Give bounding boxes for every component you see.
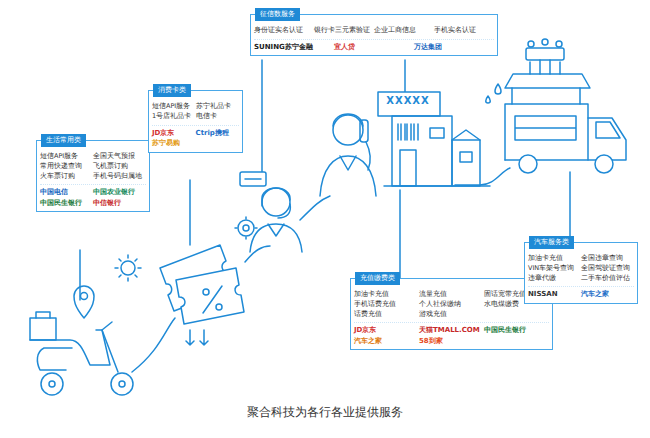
partner-logo: 中国农业银行: [93, 187, 146, 198]
service-item: 二手车价值评估: [581, 274, 634, 284]
category-heading: 消费卡类: [153, 84, 191, 97]
service-item: 电信卡: [196, 112, 240, 122]
category-heading: 充值缴费类: [355, 272, 400, 285]
service-list: 短信API服务全国天气预报常用快递查询飞机票订购火车票订购手机号码归属地: [40, 152, 146, 181]
service-item: 手机话费充值: [354, 300, 419, 310]
partner-logo: 58到家: [419, 336, 484, 347]
service-item: 银行卡三元素验证: [314, 26, 374, 36]
leader-line: [79, 250, 81, 300]
partner-logo: 天猫TMALL.COM: [419, 325, 484, 336]
phone-operator: [320, 114, 376, 196]
location-pin: [74, 286, 94, 318]
partner-logos: 中国电信中国农业银行中国民生银行中信银行: [40, 184, 146, 208]
service-item: 手机实名认证: [434, 26, 494, 36]
category-heading: 汽车服务类: [529, 236, 574, 249]
service-item: 飞机票订购: [93, 162, 146, 172]
service-item: 企业工商信息: [374, 26, 434, 36]
service-item: 全国驾驶证查询: [581, 264, 634, 274]
building-sign: XXXXX: [379, 95, 437, 106]
service-item: 短信API服务: [152, 102, 196, 112]
leader-line: [404, 60, 406, 92]
partner-logo: 中国电信: [40, 187, 93, 198]
service-item: 全国违章查询: [581, 254, 634, 264]
scooter: [30, 312, 133, 395]
service-agent: [235, 172, 302, 252]
leader-line: [189, 180, 191, 245]
service-item: 流量充值: [419, 290, 484, 300]
category-box: 消费卡类短信API服务苏宁礼品卡1号店礼品卡电信卡JD京东Ctrip携程苏宁易购: [148, 90, 243, 153]
service-list: 加油卡充值全国违章查询VIN车架号查询全国驾驶证查询违章代缴二手车价值评估: [528, 254, 634, 283]
figure-caption: 聚合科技为各行各业提供服务: [0, 404, 650, 421]
partner-logo: 万达集团: [414, 42, 494, 53]
category-heading: 征信数服务: [255, 8, 300, 21]
service-list: 短信API服务苏宁礼品卡1号店礼品卡电信卡: [152, 102, 239, 122]
service-item: 违章代缴: [528, 274, 581, 284]
partner-logo: 汽车之家: [581, 289, 634, 300]
category-box: 征信数服务身份证实名认证银行卡三元素验证企业工商信息手机实名认证SUNING苏宁…: [250, 14, 498, 56]
service-item: 个人社保缴纳: [419, 300, 484, 310]
service-item: 加油卡充值: [354, 290, 419, 300]
sun-icon: [115, 255, 141, 281]
category-heading: 生活常用类: [41, 134, 86, 147]
service-item: 1号店礼品卡: [152, 112, 196, 122]
partner-logos: SUNING苏宁金融宜人贷万达集团: [254, 39, 494, 53]
partner-logo: Ctrip携程: [196, 128, 240, 139]
category-box: 生活常用类短信API服务全国天气预报常用快递查询飞机票订购火车票订购手机号码归属…: [36, 140, 150, 212]
service-item: 全国天气预报: [93, 152, 146, 162]
service-item: 话费充值: [354, 310, 419, 320]
building: [378, 92, 490, 186]
partner-logo: NISSAN: [528, 289, 581, 300]
partner-logo: 中信银行: [93, 198, 146, 209]
service-list: 身份证实名认证银行卡三元素验证企业工商信息手机实名认证: [254, 26, 494, 36]
partner-logo: 苏宁易购: [152, 138, 196, 149]
partner-logo: JD京东: [152, 128, 196, 139]
service-item: 加油卡充值: [528, 254, 581, 264]
category-box: 汽车服务类加油卡充值全国违章查询VIN车架号查询全国驾驶证查询违章代缴二手车价值…: [524, 242, 638, 304]
partner-logo: 宜人贷: [334, 42, 414, 53]
partner-logos: JD京东天猫TMALL.COM中国民生银行汽车之家58到家: [354, 322, 549, 346]
service-item: 游戏充值: [419, 310, 484, 320]
service-item: 苏宁礼品卡: [196, 102, 240, 112]
service-item: 火车票订购: [40, 172, 93, 182]
service-item: VIN车架号查询: [528, 264, 581, 274]
service-item: 常用快递查询: [40, 162, 93, 172]
partner-logos: JD京东Ctrip携程苏宁易购: [152, 125, 239, 149]
food-truck: [486, 39, 626, 173]
leader-line: [261, 60, 263, 176]
leader-line: [569, 172, 571, 245]
category-box: 充值缴费类加油卡充值流量充值固话宽带充值手机话费充值个人社保缴纳水电煤缴费话费充…: [350, 278, 553, 350]
service-list: 加油卡充值流量充值固话宽带充值手机话费充值个人社保缴纳水电煤缴费话费充值游戏充值: [354, 290, 549, 319]
partner-logos: NISSAN汽车之家: [528, 286, 634, 300]
partner-logo: JD京东: [354, 325, 419, 336]
partner-logo: 中国民生银行: [484, 325, 549, 336]
service-item: 手机号码归属地: [93, 172, 146, 182]
coupon-tickets: [160, 245, 244, 345]
partner-logo: SUNING苏宁金融: [254, 42, 334, 53]
service-item: 短信API服务: [40, 152, 93, 162]
leader-line: [399, 190, 401, 285]
partner-logo: 汽车之家: [354, 336, 419, 347]
partner-logo: 中国民生银行: [40, 198, 93, 209]
service-item: 身份证实名认证: [254, 26, 314, 36]
